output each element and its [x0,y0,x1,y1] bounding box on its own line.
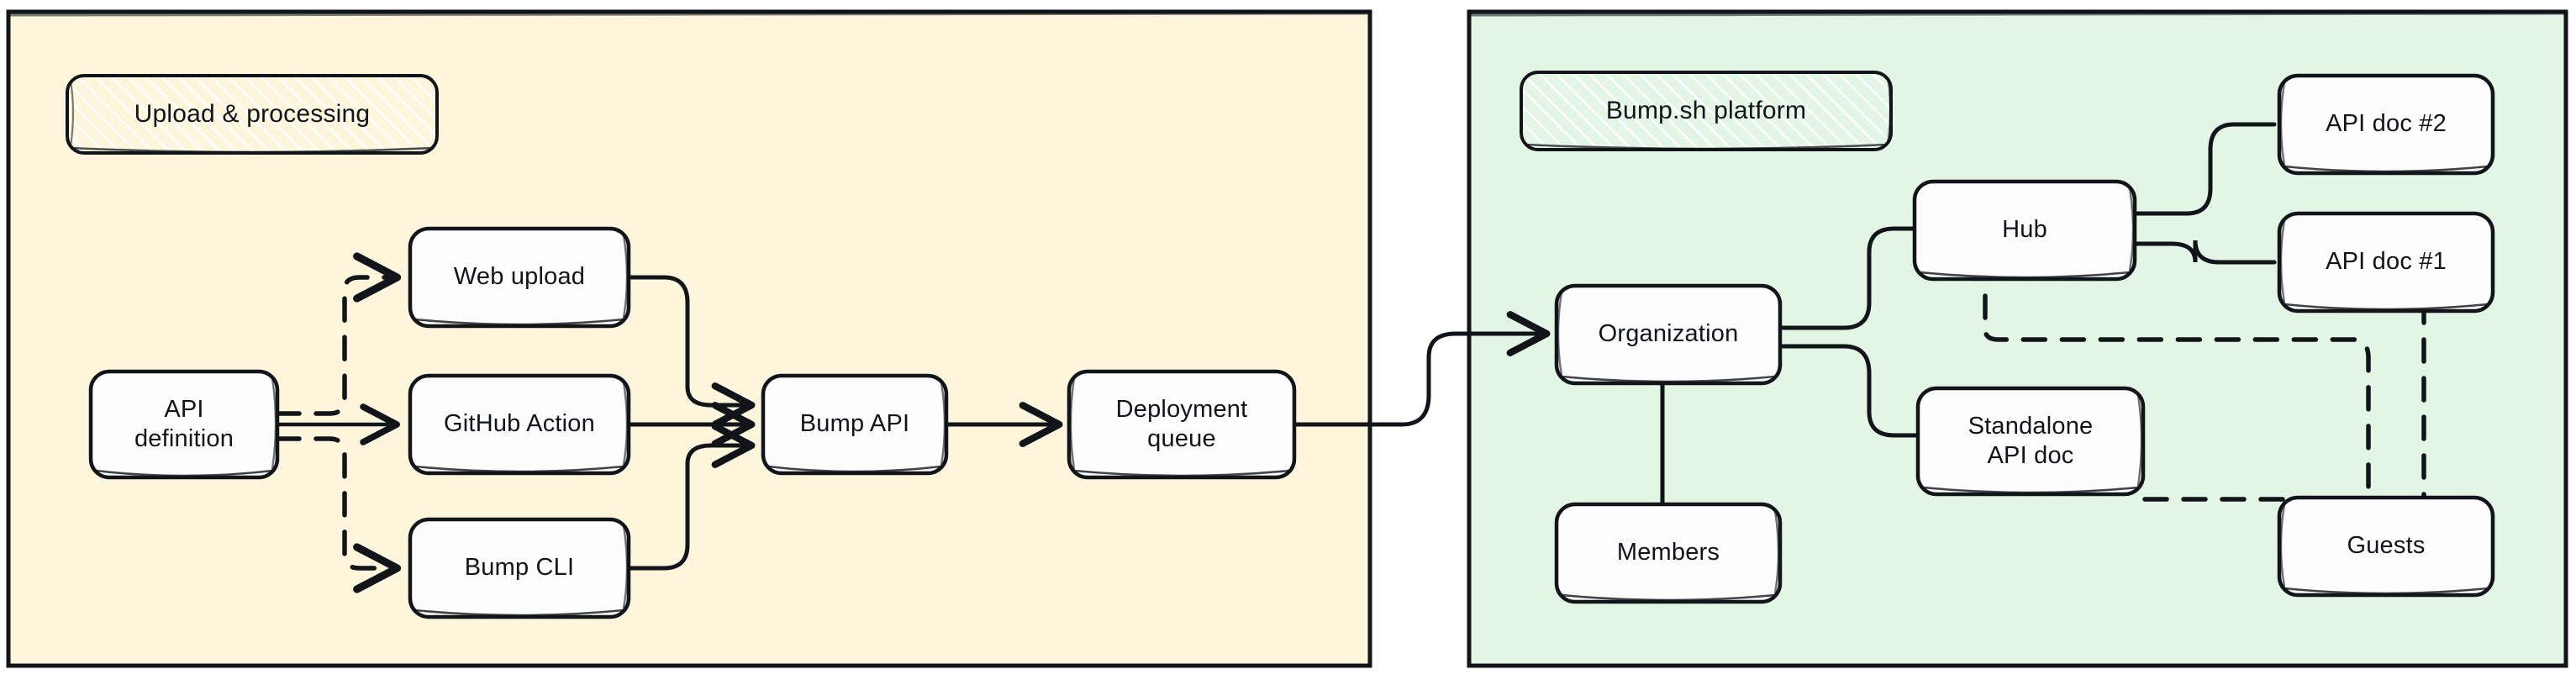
node-standalone-api-doc[interactable] [1915,386,2146,497]
group-label-chip-platform [1520,71,1893,151]
node-api-doc-2[interactable] [2277,73,2495,176]
node-bump-cli[interactable] [408,517,631,619]
node-web-upload[interactable] [408,226,631,329]
node-deployment-queue[interactable] [1067,369,1297,480]
edge-hub-to-api-doc-1 [2132,240,2277,265]
edge-api-definition-to-bump-cli [275,436,402,593]
edge-bump-cli-to-bump-api [626,423,756,571]
edge-web-upload-to-bump-api [626,275,756,428]
edge-hub-to-guests [1983,293,2371,503]
edge-deployment-queue-to-organization [1292,311,1551,427]
node-github-action[interactable] [408,373,631,476]
edge-hub-to-api-doc-2 [2132,122,2277,216]
edge-organization-to-hub [1778,226,1920,330]
node-api-definition[interactable] [88,369,280,480]
node-hub[interactable] [1912,179,2137,282]
node-guests[interactable] [2277,495,2495,598]
node-bump-api[interactable] [761,373,949,476]
group-label-chip-upload [66,74,439,155]
edge-organization-to-standalone-api-doc [1778,344,1920,438]
node-organization[interactable] [1554,283,1783,386]
node-api-doc-1[interactable] [2277,211,2495,314]
node-members[interactable] [1554,502,1783,604]
edge-api-definition-to-web-upload [275,252,402,416]
